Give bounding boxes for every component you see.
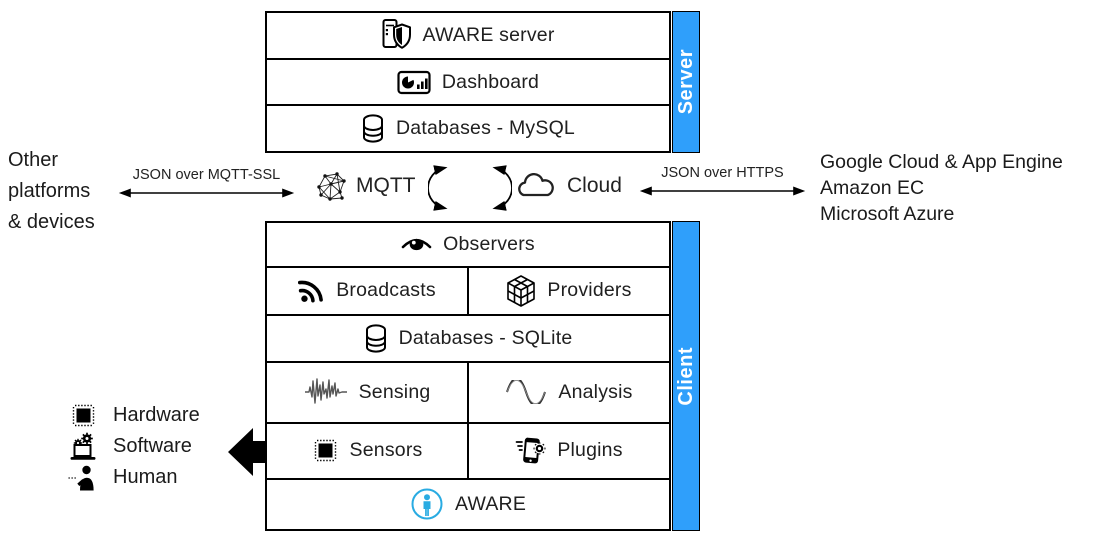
client-bar-label: Client [674, 346, 697, 406]
client-row-label: Sensors [349, 439, 423, 462]
cloud-node: Cloud [514, 163, 622, 209]
waveform-icon [304, 378, 347, 404]
server-row-label: Dashboard [441, 70, 540, 93]
database-icon [365, 324, 386, 353]
database-icon [363, 114, 384, 143]
client-row-label: Analysis [558, 380, 633, 403]
mqtt-ssl-link-label: JSON over MQTT-SSL [132, 167, 281, 183]
mqtt-label: MQTT [356, 174, 416, 197]
chip-icon [314, 439, 336, 462]
client-row-sensors-plugins: Sensors [267, 423, 669, 480]
human-icon [68, 465, 94, 491]
legend: Hardware Software [66, 400, 200, 493]
cloud-label: Cloud [567, 174, 622, 197]
client-row-aware: AWARE [267, 480, 669, 529]
legend-item-software: Software [66, 431, 200, 462]
client-row-label: Broadcasts [336, 279, 436, 302]
cloud-provider-line: Amazon EC [820, 177, 925, 199]
client-row-label: AWARE [454, 492, 527, 515]
cloud-providers-text: Google Cloud & App Engine Amazon EC Micr… [820, 149, 1063, 227]
client-cell-plugins: Plugins [467, 423, 669, 478]
server-row-label: Databases - MySQL [396, 117, 575, 140]
mqtt-node: MQTT [315, 163, 415, 209]
legend-label: Software [113, 435, 192, 457]
client-row-label: Sensing [358, 380, 431, 403]
cloud-provider-line: Microsoft Azure [820, 203, 955, 225]
other-platforms-text: Other platforms & devices [8, 145, 95, 238]
sync-arrows-icon [428, 165, 512, 211]
client-cell-analysis: Analysis [467, 362, 669, 422]
server-row-label: AWARE server [422, 23, 555, 46]
server-stack: AWARE server Dashboard [265, 11, 671, 153]
legend-item-hardware: Hardware [66, 400, 200, 431]
client-stack: Observers Broadcasts [265, 221, 671, 531]
client-cell-sensing: Sensing [267, 363, 467, 422]
other-platforms-line: platforms [8, 180, 91, 202]
mqtt-network-icon [317, 172, 346, 201]
client-row-label: Plugins [557, 439, 623, 462]
https-link-arrow [639, 186, 806, 196]
server-row-databases-mysql: Databases - MySQL [267, 106, 669, 151]
dashboard-icon [397, 70, 431, 94]
server-shield-icon [382, 19, 412, 50]
mqtt-ssl-link-arrow [118, 188, 295, 198]
broadcast-icon [298, 280, 324, 303]
eye-icon [401, 239, 432, 251]
client-side-bar: Client [672, 221, 700, 531]
client-row-label: Databases - SQLite [398, 326, 573, 349]
legend-label: Human [113, 466, 178, 488]
client-row-databases-sqlite: Databases - SQLite [267, 316, 669, 363]
server-row-dashboard: Dashboard [267, 60, 669, 107]
https-link-label: JSON over HTTPS [661, 165, 784, 181]
laptop-gears-icon [70, 432, 96, 460]
legend-label: Hardware [113, 404, 200, 426]
aware-person-icon [411, 488, 443, 520]
phone-gear-icon [515, 437, 546, 464]
cloud-provider-line: Google Cloud & App Engine [820, 151, 1063, 173]
client-row-label: Providers [547, 279, 632, 302]
other-platforms-line: Other [8, 149, 59, 171]
server-bar-label: Server [674, 49, 697, 115]
client-row-broadcasts-providers: Broadcasts Providers [267, 267, 669, 316]
chip-icon [72, 404, 94, 427]
server-side-bar: Server [672, 11, 700, 153]
client-cell-sensors: Sensors [267, 424, 467, 478]
client-row-observers: Observers [267, 223, 669, 268]
other-platforms-line: & devices [8, 211, 95, 233]
server-row-aware-server: AWARE server [267, 13, 669, 60]
client-cell-broadcasts: Broadcasts [267, 268, 467, 314]
legend-pointer-arrow-icon [228, 428, 267, 476]
client-row-sensing-analysis: Sensing Analysis [267, 362, 669, 424]
cloud-icon [518, 172, 554, 196]
client-cell-providers: Providers [467, 267, 669, 314]
client-row-label: Observers [443, 232, 535, 255]
sine-icon [506, 380, 547, 404]
cube-icon [507, 274, 536, 307]
legend-item-human: Human [66, 462, 200, 493]
